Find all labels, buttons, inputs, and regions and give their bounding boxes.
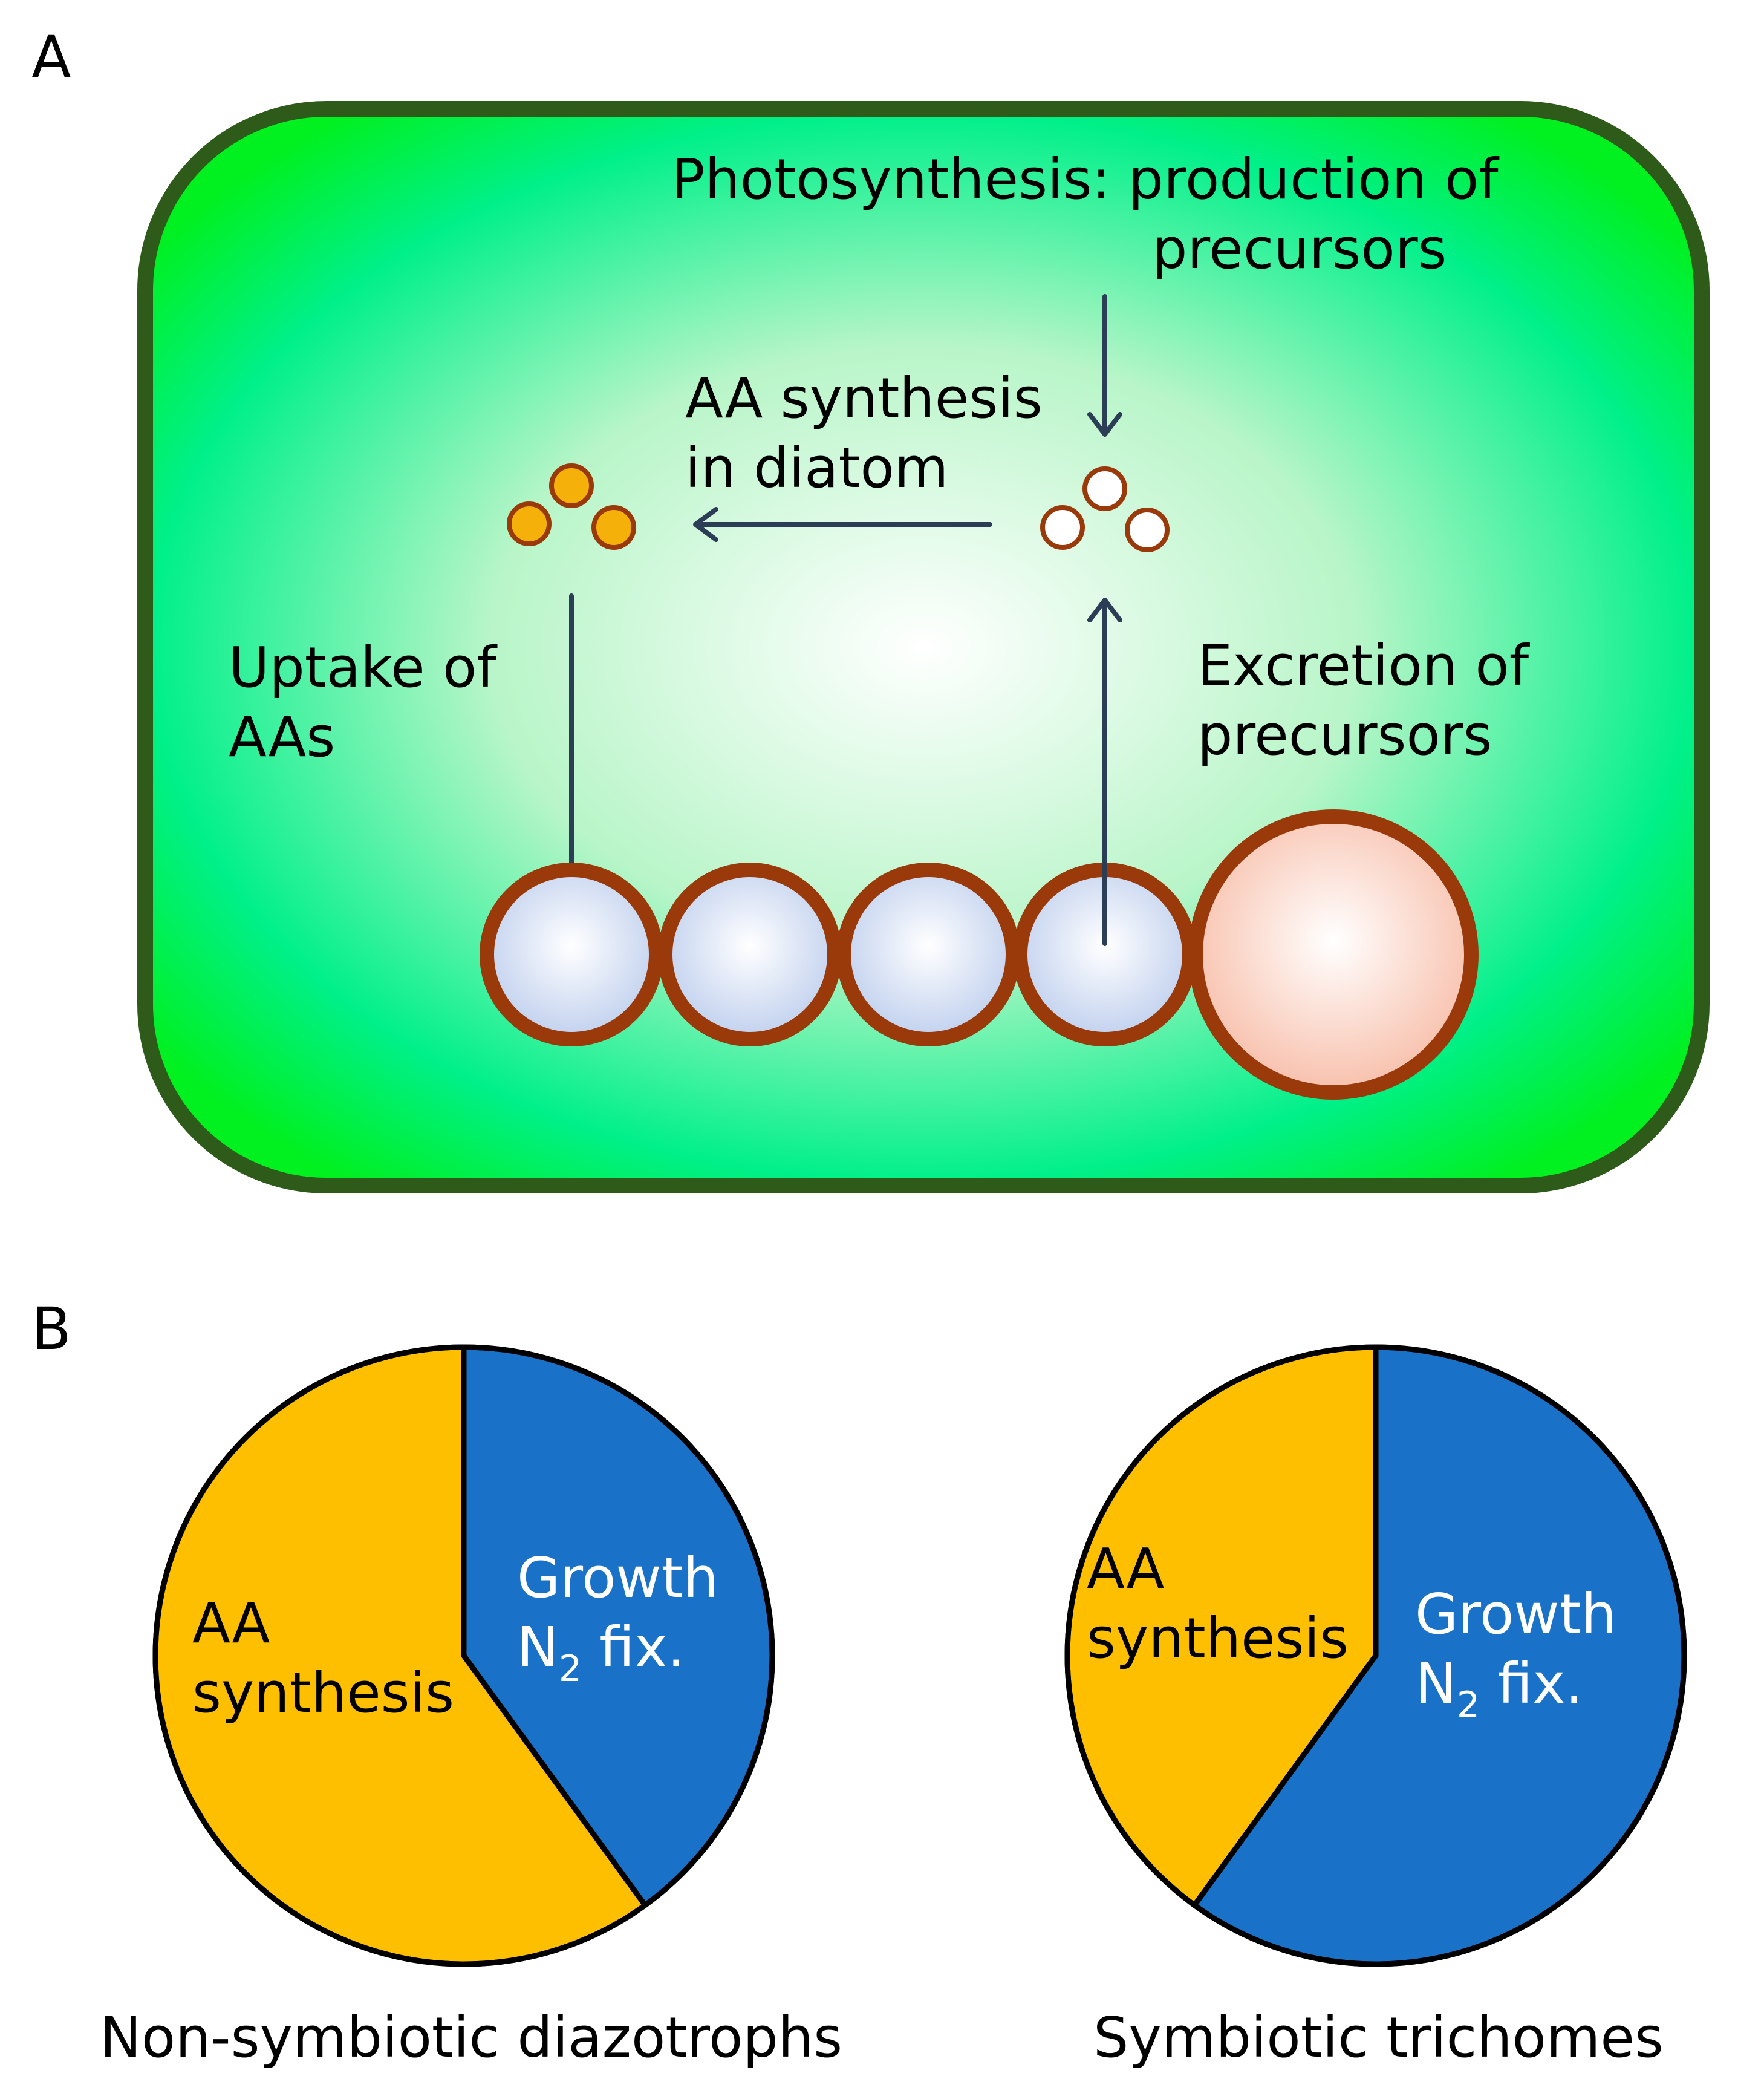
- arrow-aa-synthesis-left: [693, 507, 992, 542]
- pie-outline: [152, 1344, 775, 1967]
- pie2-aa-label-line2: synthesis: [1087, 1606, 1349, 1671]
- precursor-1: [1082, 466, 1127, 511]
- pie1-growth-label-line2: N2 fix.: [517, 1615, 685, 1690]
- arrow-excretion-up: [1087, 598, 1122, 946]
- pie2-growth-label-line2: N2 fix.: [1415, 1651, 1583, 1726]
- pie-outline: [1064, 1344, 1687, 1967]
- excretion-label-line1: Excretion of: [1197, 633, 1531, 698]
- uptake-label-line1: Uptake of: [229, 635, 498, 700]
- vegetative-cell-3: [836, 863, 1020, 1046]
- amino-acid-3: [591, 505, 636, 550]
- pie2-growth-subscript: 2: [1457, 1684, 1480, 1726]
- arrow-photosynthesis-down: [1087, 294, 1122, 437]
- uptake-label-line2: AAs: [229, 705, 335, 769]
- vegetative-cell-2: [658, 863, 842, 1046]
- panel-a-label: A: [31, 24, 71, 91]
- pie1-growth-n: N: [517, 1615, 559, 1680]
- heterocyst: [1188, 809, 1479, 1100]
- photosynthesis-label-line1: Photosynthesis: production of: [671, 147, 1500, 212]
- pie1-aa-label-line1: AA: [192, 1591, 270, 1656]
- aa-synthesis-label-line2: in diatom: [685, 436, 948, 500]
- precursor-3: [1125, 508, 1170, 552]
- pie1-growth-subscript: 2: [559, 1648, 582, 1690]
- pie1-caption: Non-symbiotic diazotrophs: [100, 2005, 842, 2070]
- pie2-growth-rest: fix.: [1480, 1651, 1583, 1716]
- pie2-caption: Symbiotic trichomes: [1093, 2005, 1664, 2070]
- vegetative-cell-1: [480, 863, 663, 1046]
- pie-chart-non-symbiotic: [152, 1344, 775, 1967]
- pie2-aa-label-line1: AA: [1087, 1536, 1164, 1601]
- aa-synthesis-label-line1: AA synthesis: [685, 366, 1043, 431]
- precursors: [1040, 466, 1170, 552]
- pie2-growth-n: N: [1415, 1651, 1457, 1716]
- pie-chart-symbiotic: [1064, 1344, 1687, 1967]
- panel-b-label: B: [31, 1295, 71, 1363]
- amino-acids: [507, 463, 636, 550]
- pie1-growth-label-line1: Growth: [517, 1546, 718, 1610]
- excretion-label-line2: precursors: [1197, 703, 1492, 768]
- amino-acid-2: [507, 501, 552, 546]
- precursor-2: [1040, 505, 1085, 550]
- pie1-growth-rest: fix.: [582, 1615, 685, 1680]
- pie1-aa-label-line2: synthesis: [192, 1660, 454, 1725]
- photosynthesis-label-line2: precursors: [1152, 217, 1447, 281]
- amino-acid-1: [549, 463, 594, 508]
- pie2-growth-label-line1: Growth: [1415, 1582, 1616, 1647]
